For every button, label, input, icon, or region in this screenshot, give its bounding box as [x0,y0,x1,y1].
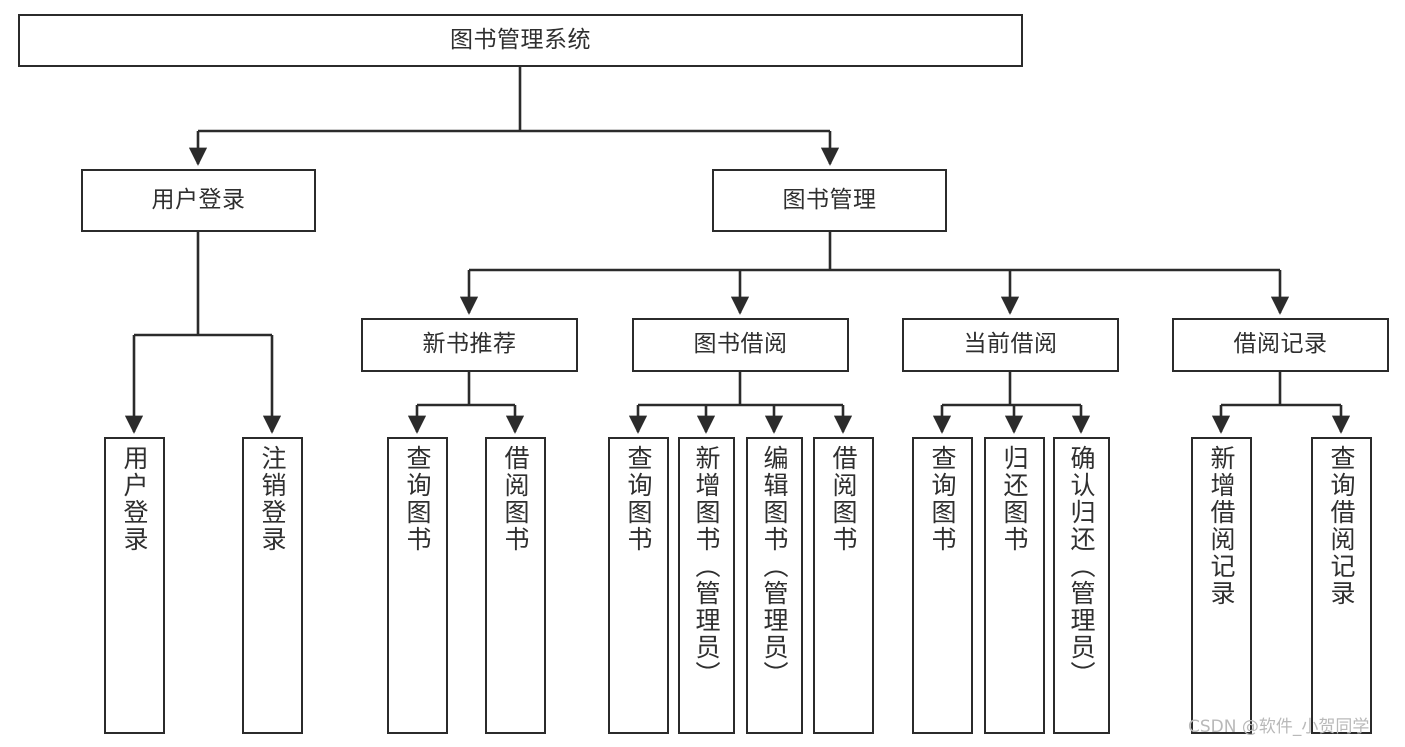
leaf-add-record-label: 新增借阅记录 [1207,445,1236,607]
node-current-borrow-label: 当前借阅 [963,331,1058,358]
node-user-login-label: 用户登录 [151,186,246,213]
leaf-edit-book[interactable]: 编辑图书（管理员） [746,437,803,734]
node-book-manage[interactable]: 图书管理 [712,169,947,232]
node-current-borrow[interactable]: 当前借阅 [902,318,1119,372]
node-borrow-record-label: 借阅记录 [1233,331,1328,358]
leaf-confirm-return-label: 确认归还（管理员） [1067,445,1096,688]
node-borrow-record[interactable]: 借阅记录 [1172,318,1389,372]
leaf-query-book-3-label: 查询图书 [928,445,957,553]
leaf-borrow-book-1[interactable]: 借阅图书 [485,437,546,734]
leaf-borrow-book-1-label: 借阅图书 [501,445,530,553]
node-root[interactable]: 图书管理系统 [18,14,1023,67]
node-book-borrow-label: 图书借阅 [693,331,788,358]
leaf-return-book-label: 归还图书 [1000,445,1029,553]
node-book-borrow[interactable]: 图书借阅 [632,318,849,372]
leaf-user-logout-label: 注销登录 [258,445,287,553]
node-book-manage-label: 图书管理 [782,186,877,213]
leaf-add-record[interactable]: 新增借阅记录 [1191,437,1252,734]
leaf-user-login-label: 用户登录 [120,445,149,553]
node-root-label: 图书管理系统 [450,26,591,53]
leaf-query-book-1-label: 查询图书 [403,445,432,553]
csdn-watermark: CSDN @软件_小贺同学 [1188,717,1370,737]
leaf-borrow-book-2[interactable]: 借阅图书 [813,437,874,734]
leaf-borrow-book-2-label: 借阅图书 [829,445,858,553]
node-new-book-rec[interactable]: 新书推荐 [361,318,578,372]
leaf-query-book-2-label: 查询图书 [624,445,653,553]
leaf-add-book[interactable]: 新增图书（管理员） [678,437,735,734]
leaf-edit-book-label: 编辑图书（管理员） [760,445,789,688]
node-user-login[interactable]: 用户登录 [81,169,316,232]
leaf-query-book-1[interactable]: 查询图书 [387,437,448,734]
leaf-return-book[interactable]: 归还图书 [984,437,1045,734]
leaf-user-login[interactable]: 用户登录 [104,437,165,734]
leaf-query-book-3[interactable]: 查询图书 [912,437,973,734]
leaf-query-record[interactable]: 查询借阅记录 [1311,437,1372,734]
leaf-confirm-return[interactable]: 确认归还（管理员） [1053,437,1110,734]
leaf-user-logout[interactable]: 注销登录 [242,437,303,734]
node-new-book-rec-label: 新书推荐 [422,331,517,358]
leaf-query-record-label: 查询借阅记录 [1327,445,1356,607]
leaf-query-book-2[interactable]: 查询图书 [608,437,669,734]
leaf-add-book-label: 新增图书（管理员） [692,445,721,688]
